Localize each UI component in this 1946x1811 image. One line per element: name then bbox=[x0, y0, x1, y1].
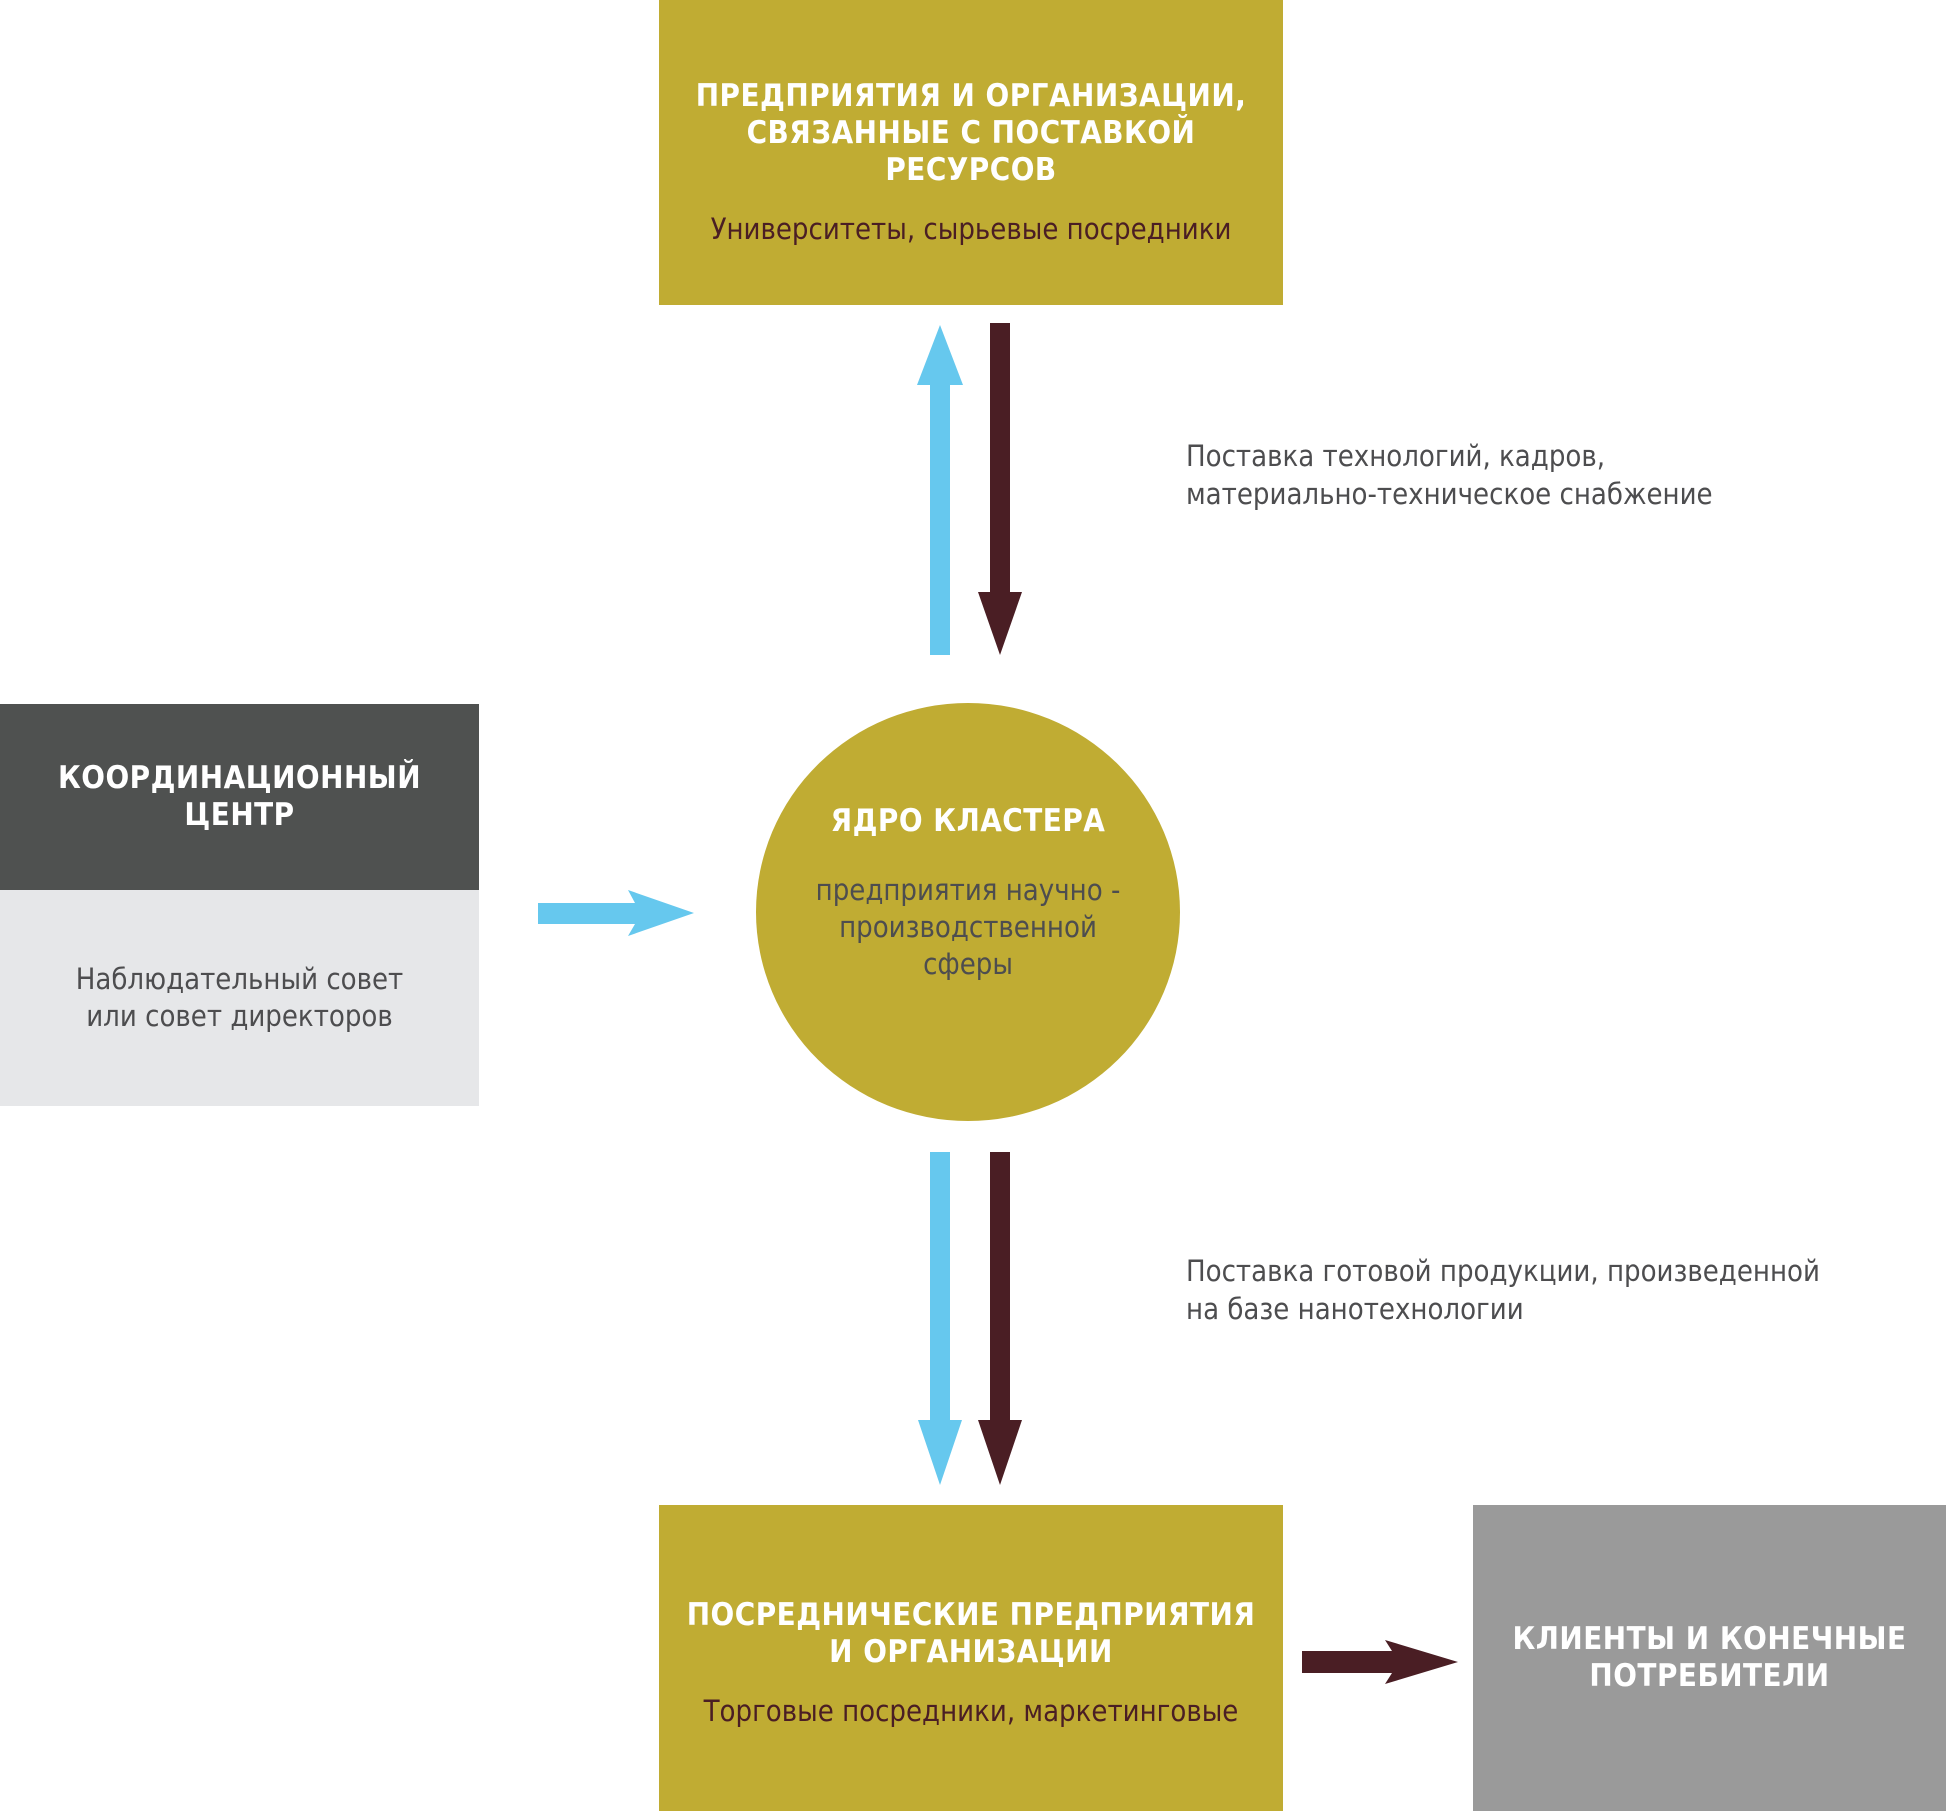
supply-products-note: Поставка готовой продукции, произведенно… bbox=[1186, 1254, 1820, 1326]
clients-title: КЛИЕНТЫ И КОНЕЧНЫЕ ПОТРЕБИТЕЛИ bbox=[1512, 1621, 1907, 1694]
coordination-center-title: КООРДИНАЦИОННЫЙ ЦЕНТР bbox=[57, 760, 422, 833]
cluster-core-subtitle: предприятия научно - производственной сф… bbox=[815, 873, 1121, 981]
arrow-down-from-suppliers bbox=[978, 323, 1022, 655]
clients-box: КЛИЕНТЫ И КОНЕЧНЫЕ ПОТРЕБИТЕЛИ bbox=[1473, 1505, 1946, 1811]
cluster-core-title: ЯДРО КЛАСТЕРА bbox=[830, 803, 1106, 839]
coordination-center-body: Наблюдательный совет или совет директоро… bbox=[0, 890, 479, 1106]
intermediary-enterprises-subtitle: Торговые посредники, маркетинговые bbox=[703, 1693, 1239, 1728]
arrow-intermediary-to-clients bbox=[1302, 1640, 1458, 1684]
resource-suppliers-box: ПРЕДПРИЯТИЯ И ОРГАНИЗАЦИИ, СВЯЗАННЫЕ С П… bbox=[659, 0, 1283, 305]
coordination-center-subtitle: Наблюдательный совет или совет директоро… bbox=[75, 962, 404, 1033]
arrow-coordination-to-core bbox=[538, 890, 694, 936]
arrow-up-to-suppliers bbox=[917, 325, 963, 655]
intermediary-enterprises-box: ПОСРЕДНИЧЕСКИЕ ПРЕДПРИЯТИЯ И ОРГАНИЗАЦИИ… bbox=[659, 1505, 1283, 1811]
arrow-down-core-to-intermediary-maroon bbox=[978, 1152, 1022, 1485]
arrow-down-core-to-intermediary-blue bbox=[918, 1152, 962, 1485]
intermediary-enterprises-title: ПОСРЕДНИЧЕСКИЕ ПРЕДПРИЯТИЯ И ОРГАНИЗАЦИИ bbox=[686, 1596, 1256, 1670]
supply-technologies-note: Поставка технологий, кадров, материально… bbox=[1186, 439, 1713, 511]
resource-suppliers-title: ПРЕДПРИЯТИЯ И ОРГАНИЗАЦИИ, СВЯЗАННЫЕ С П… bbox=[695, 77, 1247, 188]
cluster-core-circle: ЯДРО КЛАСТЕРА предприятия научно - произ… bbox=[756, 703, 1180, 1121]
resource-suppliers-subtitle: Университеты, сырьевые посредники bbox=[710, 211, 1232, 246]
coordination-center-header: КООРДИНАЦИОННЫЙ ЦЕНТР bbox=[0, 704, 479, 890]
